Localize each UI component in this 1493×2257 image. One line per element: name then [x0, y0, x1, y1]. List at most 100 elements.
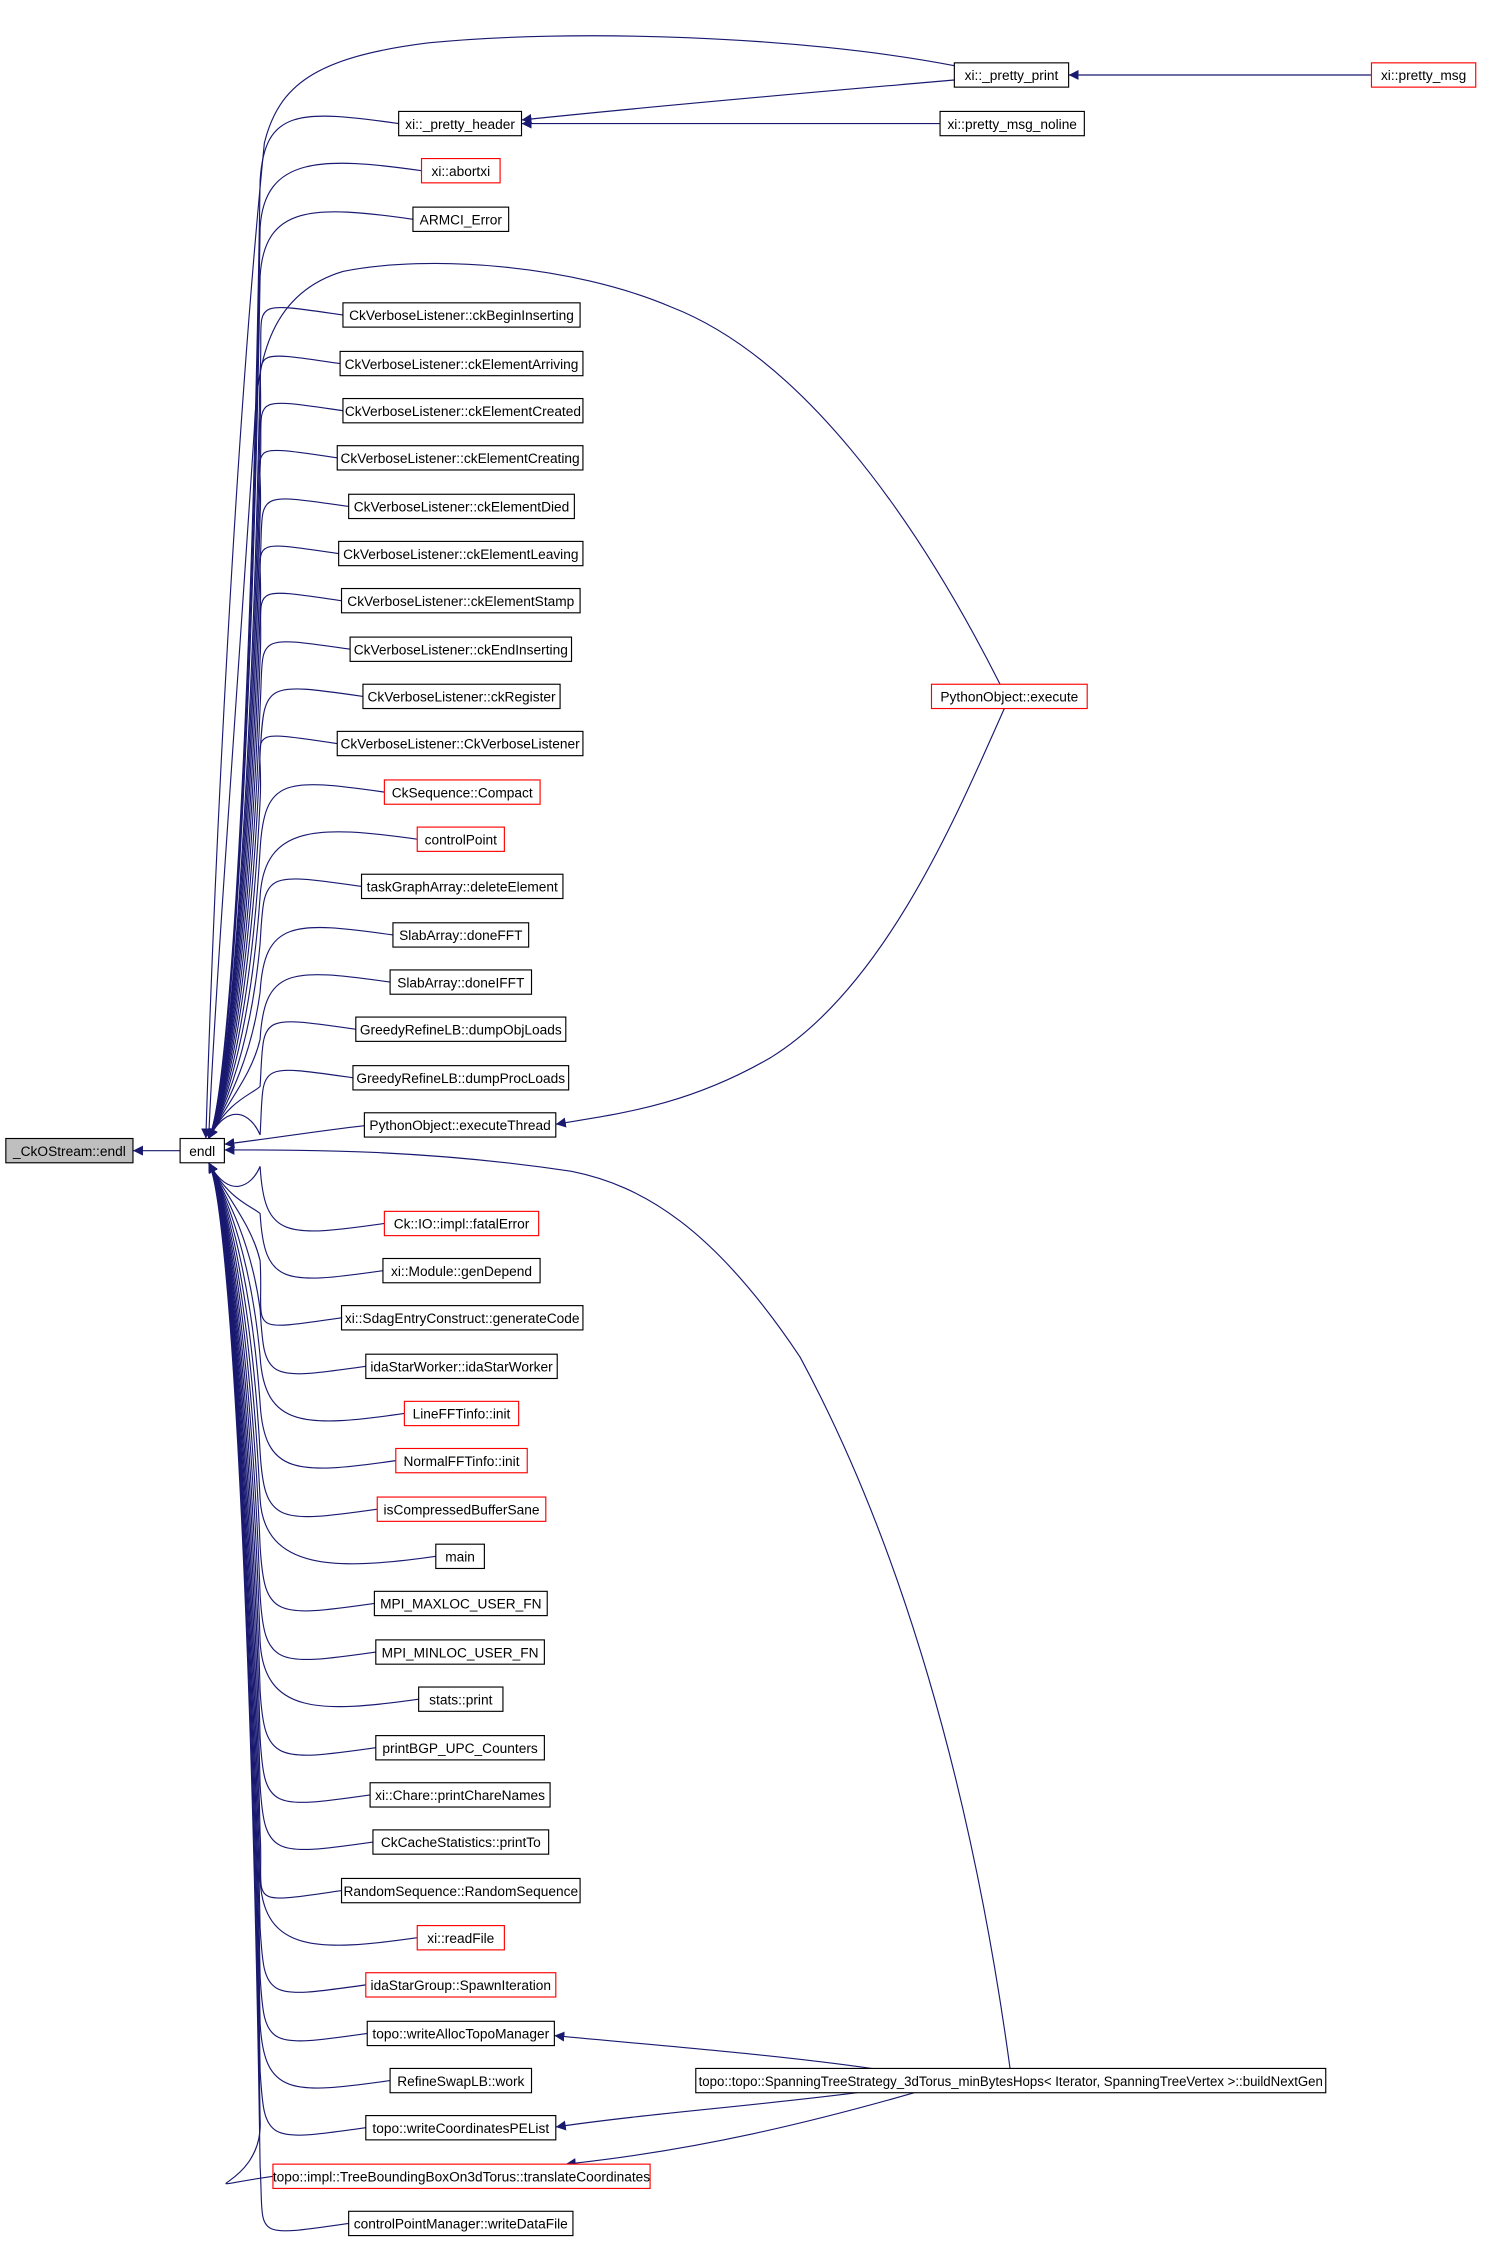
- node-label: CkVerboseListener::ckElementDied: [354, 500, 570, 515]
- node-buildNextGen[interactable]: topo::topo::SpanningTreeStrategy_3dTorus…: [695, 2067, 1327, 2094]
- node-printBGP[interactable]: printBGP_UPC_Counters: [375, 1735, 545, 1761]
- node-label: MPI_MAXLOC_USER_FN: [380, 1597, 541, 1612]
- node-label: controlPointManager::writeDataFile: [354, 2217, 568, 2232]
- edge-buildNextGen-to-translateCoords: [565, 2092, 915, 2169]
- node-maxloc[interactable]: MPI_MAXLOC_USER_FN: [373, 1590, 548, 1617]
- node-label: xi::abortxi: [431, 164, 490, 179]
- node-doneIFFT[interactable]: SlabArray::doneIFFT: [389, 969, 533, 995]
- node-idaStarWorker[interactable]: idaStarWorker::idaStarWorker: [365, 1353, 558, 1380]
- node-normalFFT[interactable]: NormalFFTinfo::init: [395, 1447, 528, 1474]
- node-pretty_msg[interactable]: xi::pretty_msg: [1370, 62, 1477, 88]
- edge-controlPoint-to-endl: [208, 831, 418, 1139]
- node-box: [389, 969, 533, 995]
- node-box: [336, 445, 584, 471]
- node-box: [695, 2067, 1327, 2094]
- node-main[interactable]: main: [435, 1543, 485, 1570]
- edge-ckElementCreating-to-endl: [208, 449, 338, 1139]
- node-label: xi::readFile: [427, 1931, 494, 1946]
- node-writeCoords[interactable]: topo::writeCoordinatesPEList: [365, 2115, 557, 2141]
- node-genDepend[interactable]: xi::Module::genDepend: [382, 1257, 541, 1284]
- edge-pretty_print-to-pretty_header: [521, 79, 955, 124]
- node-spawnIteration[interactable]: idaStarGroup::SpawnIteration: [365, 1972, 557, 1998]
- node-box: [365, 2115, 557, 2141]
- node-printTo[interactable]: CkCacheStatistics::printTo: [372, 1829, 550, 1855]
- node-generateCode[interactable]: xi::SdagEntryConstruct::generateCode: [340, 1305, 584, 1331]
- node-pretty_print[interactable]: xi::_pretty_print: [953, 62, 1070, 88]
- node-ckEndInserting[interactable]: CkVerboseListener::ckEndInserting: [349, 636, 573, 662]
- node-label: CkVerboseListener::ckElementArriving: [345, 357, 579, 372]
- node-minloc[interactable]: MPI_MINLOC_USER_FN: [375, 1639, 545, 1665]
- node-box: [349, 636, 573, 662]
- node-label: Ck::IO::impl::fatalError: [394, 1217, 530, 1232]
- edge-abortxi-to-endl: [208, 162, 422, 1139]
- node-endl[interactable]: endl: [179, 1137, 225, 1164]
- node-deleteElement[interactable]: taskGraphArray::deleteElement: [360, 873, 564, 900]
- node-executeThread[interactable]: PythonObject::executeThread: [363, 1112, 557, 1138]
- node-ckRegister[interactable]: CkVerboseListener::ckRegister: [362, 683, 561, 710]
- node-label: CkVerboseListener::ckElementCreated: [345, 404, 581, 419]
- node-ckElementCreating[interactable]: CkVerboseListener::ckElementCreating: [336, 445, 584, 471]
- node-label: SlabArray::doneIFFT: [397, 975, 525, 990]
- node-box: [342, 397, 584, 424]
- node-ckElementLeaving[interactable]: CkVerboseListener::ckElementLeaving: [338, 540, 584, 567]
- node-label: CkCacheStatistics::printTo: [381, 1835, 541, 1850]
- node-label: GreedyRefineLB::dumpObjLoads: [360, 1022, 562, 1037]
- node-doneFFT[interactable]: SlabArray::doneFFT: [392, 922, 530, 948]
- node-readFile[interactable]: xi::readFile: [416, 1925, 505, 1951]
- node-execute[interactable]: PythonObject::execute: [930, 683, 1088, 710]
- node-statsPrint[interactable]: stats::print: [418, 1686, 504, 1712]
- node-box: [1370, 62, 1477, 88]
- node-ckVerboseListener[interactable]: CkVerboseListener::CkVerboseListener: [336, 730, 584, 757]
- node-compact[interactable]: CkSequence::Compact: [383, 779, 541, 805]
- edge-isCompressed-to-endl: [208, 1162, 378, 1518]
- node-box: [382, 1257, 541, 1284]
- node-dumpProcLoads[interactable]: GreedyRefineLB::dumpProcLoads: [352, 1065, 570, 1091]
- node-ckElementDied[interactable]: CkVerboseListener::ckElementDied: [348, 493, 575, 520]
- node-ckostream_endl[interactable]: _CkOStream::endl: [5, 1137, 134, 1164]
- node-dumpObjLoads[interactable]: GreedyRefineLB::dumpObjLoads: [355, 1016, 567, 1042]
- node-fatalError[interactable]: Ck::IO::impl::fatalError: [383, 1210, 540, 1237]
- node-isCompressed[interactable]: isCompressedBufferSane: [376, 1496, 547, 1522]
- node-controlPoint[interactable]: controlPoint: [416, 826, 505, 852]
- node-label: xi::pretty_msg_noline: [947, 117, 1077, 132]
- node-lineFFT[interactable]: LineFFTinfo::init: [403, 1400, 520, 1427]
- node-box: [362, 683, 561, 710]
- node-refineSwap[interactable]: RefineSwapLB::work: [389, 2067, 533, 2094]
- node-box: [348, 493, 575, 520]
- edge-ckElementDied-to-endl: [208, 498, 349, 1139]
- node-pretty_msg_noline[interactable]: xi::pretty_msg_noline: [939, 110, 1085, 137]
- node-label: _CkOStream::endl: [12, 1144, 126, 1159]
- node-box: [375, 1735, 545, 1761]
- edge-normalFFT-to-endl: [208, 1162, 396, 1469]
- node-box: [435, 1543, 485, 1570]
- node-label: topo::writeAllocTopoManager: [372, 2027, 549, 2042]
- node-box: [392, 922, 530, 948]
- node-ckBeginInserting[interactable]: CkVerboseListener::ckBeginInserting: [342, 302, 581, 328]
- edge-executeThread-to-endl: [224, 1125, 365, 1148]
- node-translateCoords[interactable]: topo::impl::TreeBoundingBoxOn3dTorus::tr…: [272, 2163, 651, 2190]
- edge-pretty_print-to-endl: [201, 35, 955, 1139]
- node-box: [369, 1782, 551, 1808]
- node-ckElementArriving[interactable]: CkVerboseListener::ckElementArriving: [339, 350, 584, 377]
- edge-execute-to-executeThread: [555, 708, 1005, 1128]
- node-ckElementCreated[interactable]: CkVerboseListener::ckElementCreated: [342, 397, 584, 424]
- node-label: CkVerboseListener::ckElementLeaving: [343, 547, 578, 562]
- node-armci_error[interactable]: ARMCI_Error: [412, 206, 510, 232]
- node-label: xi::Module::genDepend: [391, 1264, 532, 1279]
- node-label: PythonObject::executeThread: [369, 1118, 550, 1133]
- node-printChareNames[interactable]: xi::Chare::printChareNames: [369, 1782, 551, 1808]
- node-ckElementStamp[interactable]: CkVerboseListener::ckElementStamp: [340, 587, 581, 614]
- node-writeDataFile[interactable]: controlPointManager::writeDataFile: [348, 2210, 574, 2237]
- node-box: [383, 1210, 540, 1237]
- edge-maxloc-to-endl: [208, 1162, 375, 1612]
- edge-armci_error-to-endl: [208, 211, 414, 1139]
- node-pretty_header[interactable]: xi::_pretty_header: [398, 110, 523, 137]
- node-label: GreedyRefineLB::dumpProcLoads: [356, 1071, 565, 1086]
- node-label: xi::pretty_msg: [1381, 68, 1466, 83]
- edge-ckEndInserting-to-endl: [208, 641, 351, 1139]
- node-abortxi[interactable]: xi::abortxi: [420, 157, 501, 184]
- node-box: [953, 62, 1070, 88]
- node-randomSequence[interactable]: RandomSequence::RandomSequence: [340, 1877, 581, 1904]
- node-writeAlloc[interactable]: topo::writeAllocTopoManager: [366, 2020, 555, 2047]
